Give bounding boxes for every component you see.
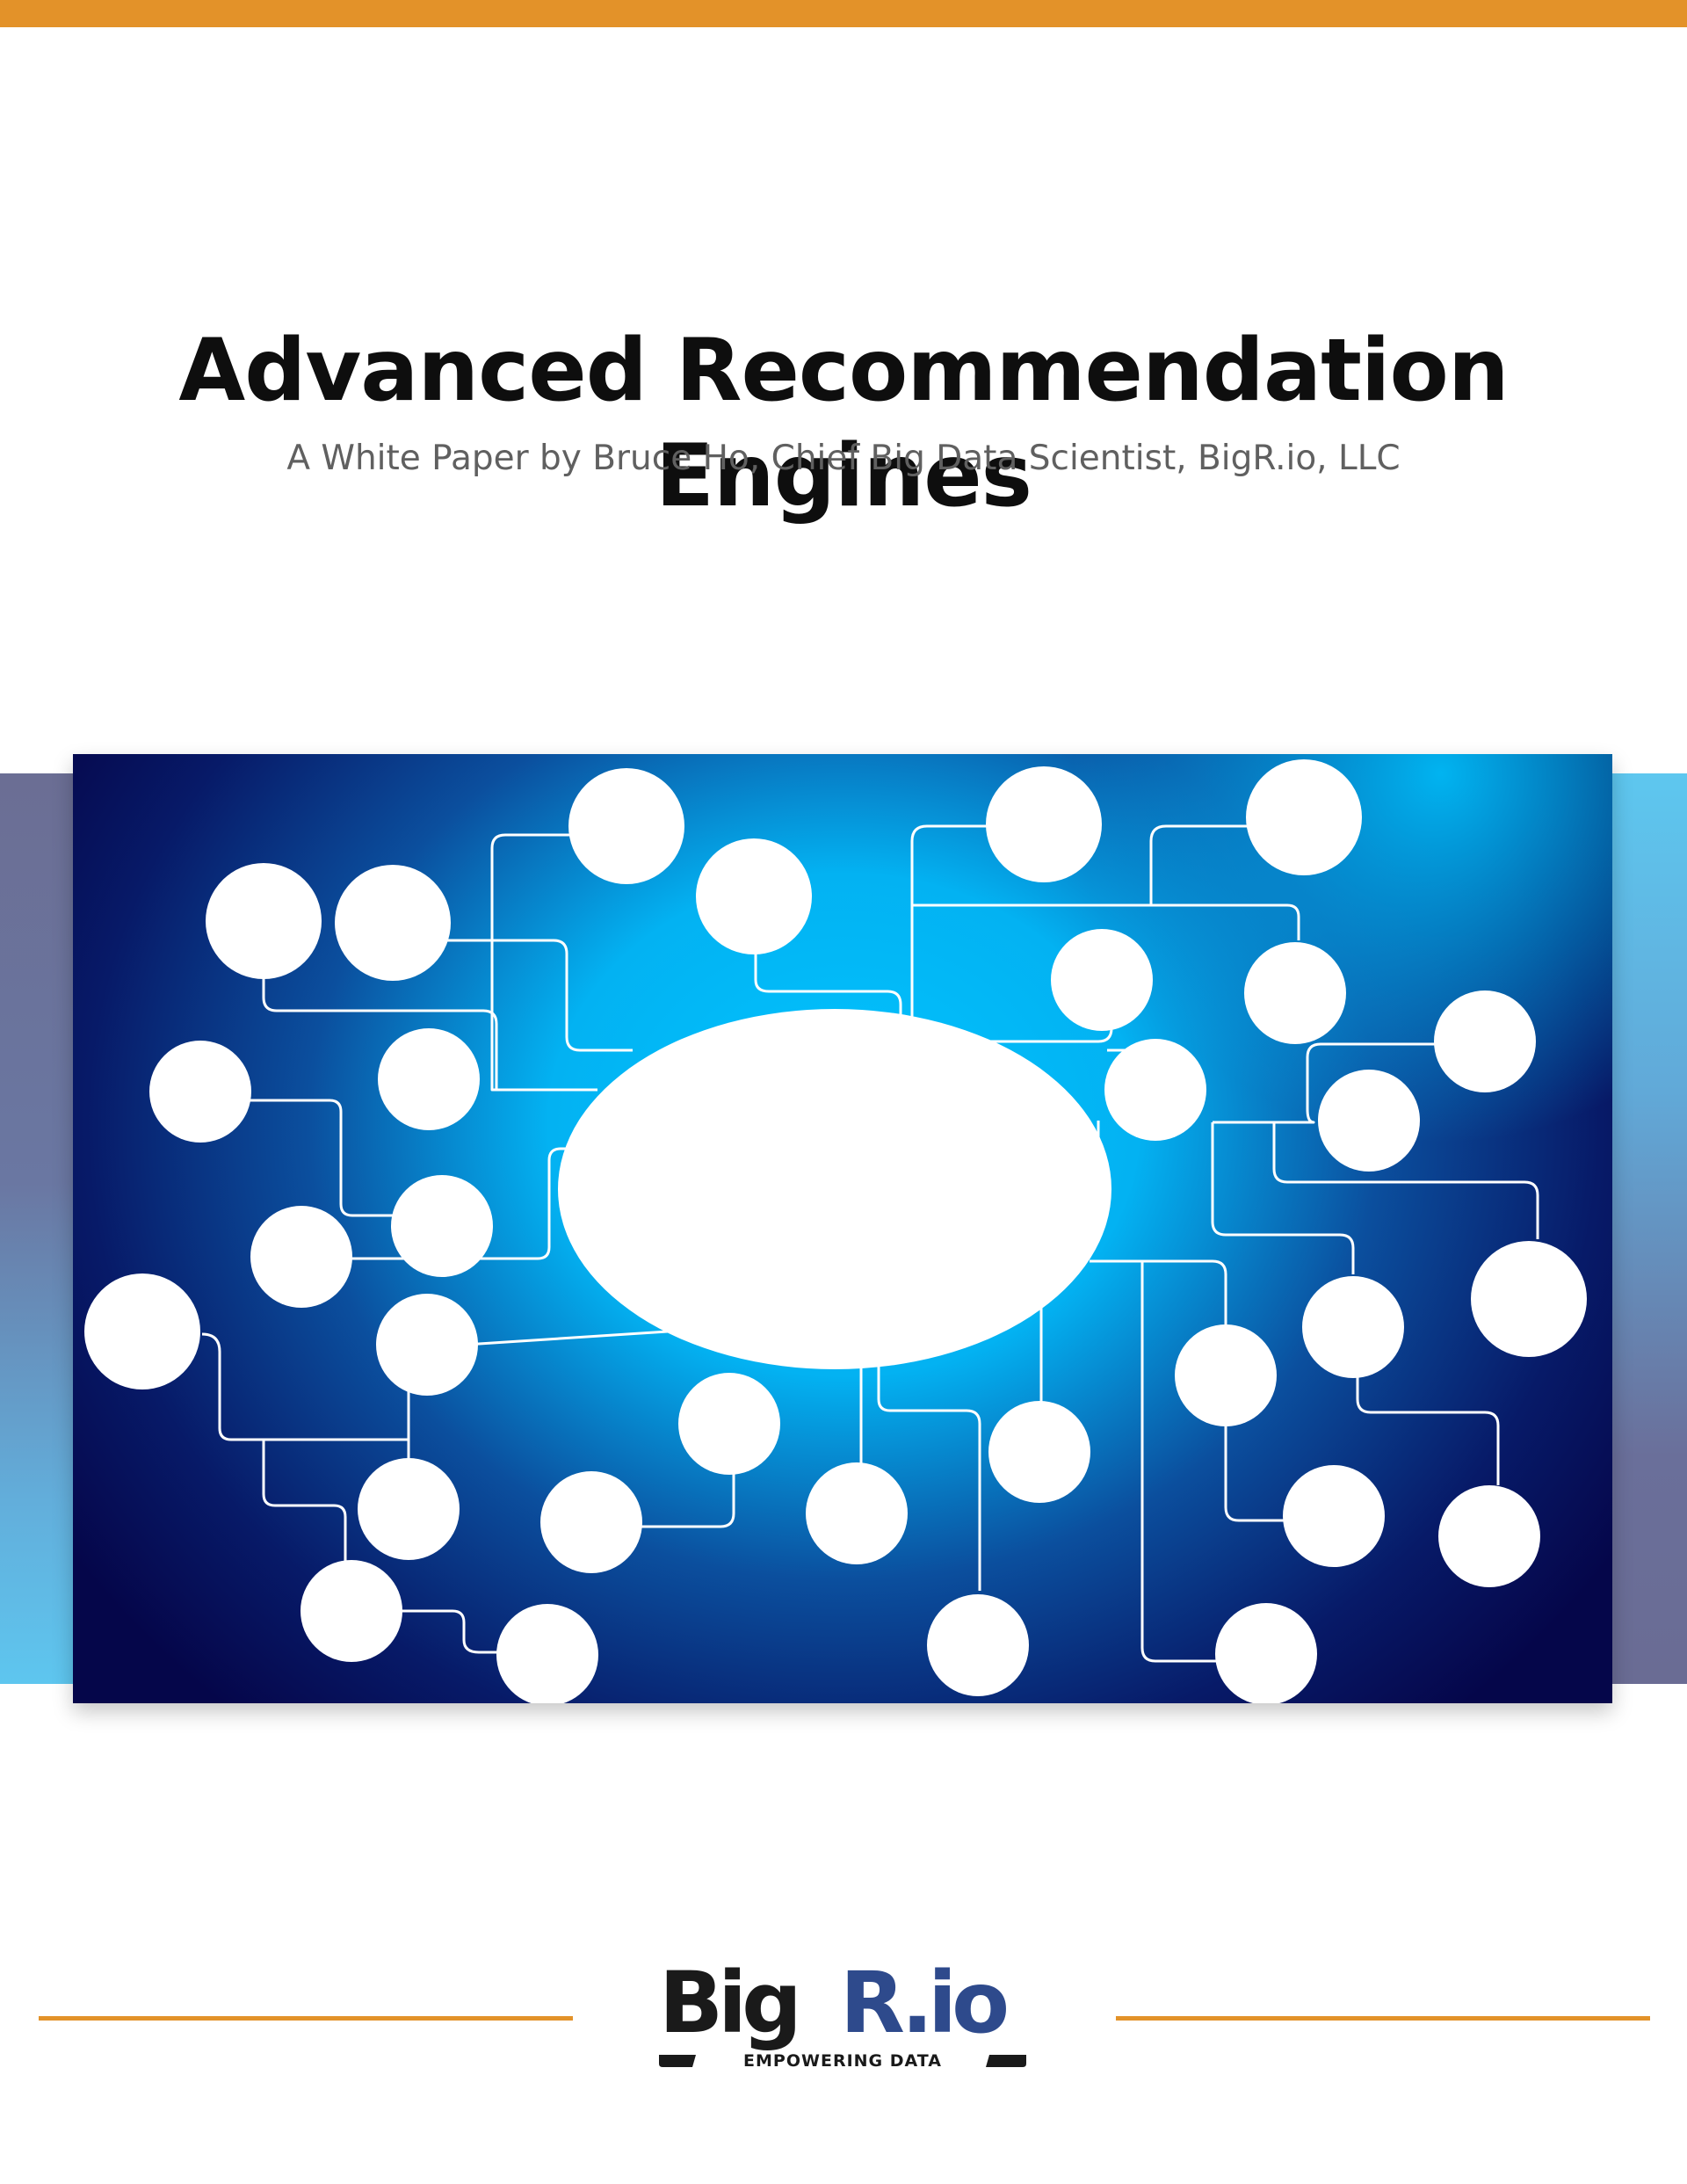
network-diagram-icon xyxy=(73,754,1612,1703)
hero-side-band-left xyxy=(0,773,75,1684)
bigr-logo: Big R.io EMPOWERING DATA xyxy=(657,1954,1030,2076)
hero-side-band-right xyxy=(1612,773,1687,1684)
footer-rule-right xyxy=(1116,2016,1650,2021)
document-subtitle: A White Paper by Bruce Ho, Chief Big Dat… xyxy=(286,439,1401,478)
logo-name-part2: R.io xyxy=(840,1958,1006,2052)
logo-name-part1: Big xyxy=(659,1958,797,2052)
footer-rule-left xyxy=(39,2016,573,2021)
document-title: Advanced Recommendation Engines xyxy=(178,321,1509,526)
hero-image xyxy=(73,754,1612,1703)
logo-tagline: EMPOWERING DATA xyxy=(743,2051,942,2071)
top-accent-bar xyxy=(0,0,1687,27)
